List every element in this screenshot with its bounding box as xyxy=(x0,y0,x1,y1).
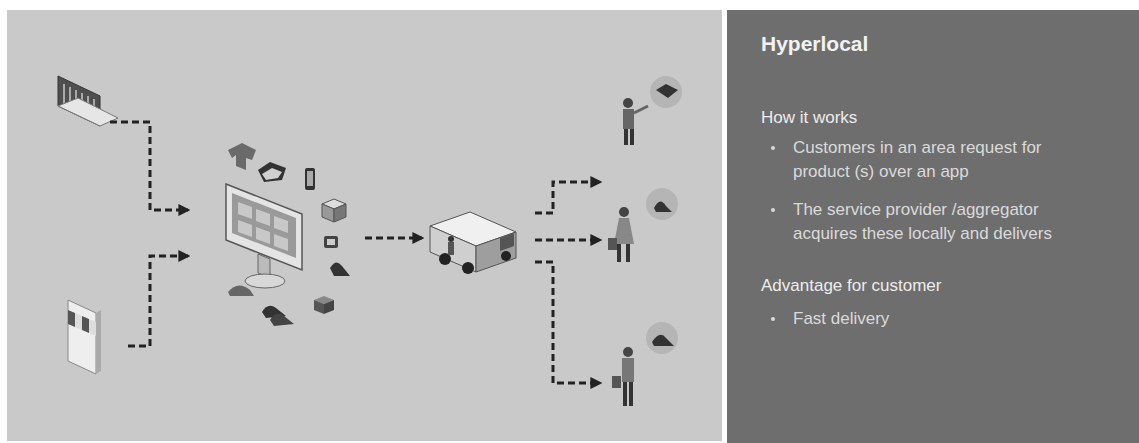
product-icons xyxy=(327,239,335,245)
product-icons xyxy=(270,314,294,326)
customer-figure xyxy=(612,376,621,388)
product-icons xyxy=(324,300,334,314)
customer-figure xyxy=(624,129,628,145)
flow-arrow xyxy=(128,256,188,346)
info-panel: HyperlocalHow it worksCustomers in an ar… xyxy=(727,10,1139,443)
laptop-icon xyxy=(58,98,118,126)
computer-icon xyxy=(256,209,270,226)
computer-icon xyxy=(274,216,288,233)
delivery-van xyxy=(462,262,474,274)
flow-arrow xyxy=(535,262,600,383)
delivery-van xyxy=(448,242,454,255)
product-icons xyxy=(330,262,350,276)
customer-figure xyxy=(619,207,629,217)
store-phone-icon xyxy=(82,316,89,333)
customer-figure xyxy=(626,244,630,262)
product-icons xyxy=(262,168,282,180)
customer-figure xyxy=(634,106,648,113)
panel-heading: Hyperlocal xyxy=(761,32,1121,56)
delivery-van xyxy=(501,251,511,261)
store-phone-icon xyxy=(89,319,96,336)
customer-figure xyxy=(617,244,621,262)
flow-arrow xyxy=(110,122,600,383)
store-phone-icon xyxy=(75,313,82,330)
bullet-text: Customers in an area request for product… xyxy=(793,136,1098,184)
product-icons xyxy=(334,204,346,222)
customer-figure xyxy=(623,382,627,406)
laptop-icon xyxy=(58,76,118,126)
computer-icon xyxy=(232,193,296,258)
product-icons xyxy=(314,300,324,314)
computer-icon xyxy=(226,184,302,288)
customer-figure xyxy=(656,84,678,98)
customer-figure xyxy=(623,347,633,357)
product-icons xyxy=(324,236,338,248)
computer-icon xyxy=(245,274,285,288)
customer-figure xyxy=(623,98,633,108)
section-heading: Advantage for customer xyxy=(761,276,1121,296)
computer-icon xyxy=(274,234,288,251)
customer-figure xyxy=(646,188,678,220)
computer-icon xyxy=(238,202,252,219)
product-icons xyxy=(228,143,256,170)
computer-icon xyxy=(256,227,270,244)
product-icons xyxy=(228,285,254,296)
store-phone-icon xyxy=(96,310,101,374)
delivery-van xyxy=(476,232,516,272)
store-phone-icon xyxy=(68,310,75,327)
section-heading: How it works xyxy=(761,108,1121,128)
customer-figure xyxy=(646,322,678,354)
store-phone-icon xyxy=(68,300,101,374)
flow-arrow xyxy=(535,239,600,242)
customer-figure xyxy=(608,76,682,406)
product-icons xyxy=(305,168,315,190)
customer-figure xyxy=(622,358,634,382)
left-panel xyxy=(7,10,722,441)
computer-icon xyxy=(238,220,252,237)
delivery-van xyxy=(500,233,514,251)
customer-figure xyxy=(608,238,617,250)
store-phone-icon xyxy=(68,300,96,374)
customer-figure xyxy=(629,382,633,406)
customer-figure xyxy=(623,109,634,129)
flow-arrow xyxy=(365,237,422,240)
bullet-text: The service provider /aggregator acquire… xyxy=(793,198,1098,246)
product-icons xyxy=(228,143,350,326)
delivery-van xyxy=(430,212,516,274)
customer-figure xyxy=(654,201,672,212)
product-icons xyxy=(322,204,334,222)
product-icons xyxy=(307,171,313,186)
laptop-icon xyxy=(63,84,65,104)
customer-figure xyxy=(650,76,682,108)
customer-figure xyxy=(652,335,674,346)
flow-arrow xyxy=(110,122,188,210)
customer-figure xyxy=(630,129,634,145)
flow-arrow xyxy=(535,182,600,213)
product-icons xyxy=(258,162,286,182)
delivery-van xyxy=(448,236,454,242)
bullet-text: Fast delivery xyxy=(793,307,1098,331)
